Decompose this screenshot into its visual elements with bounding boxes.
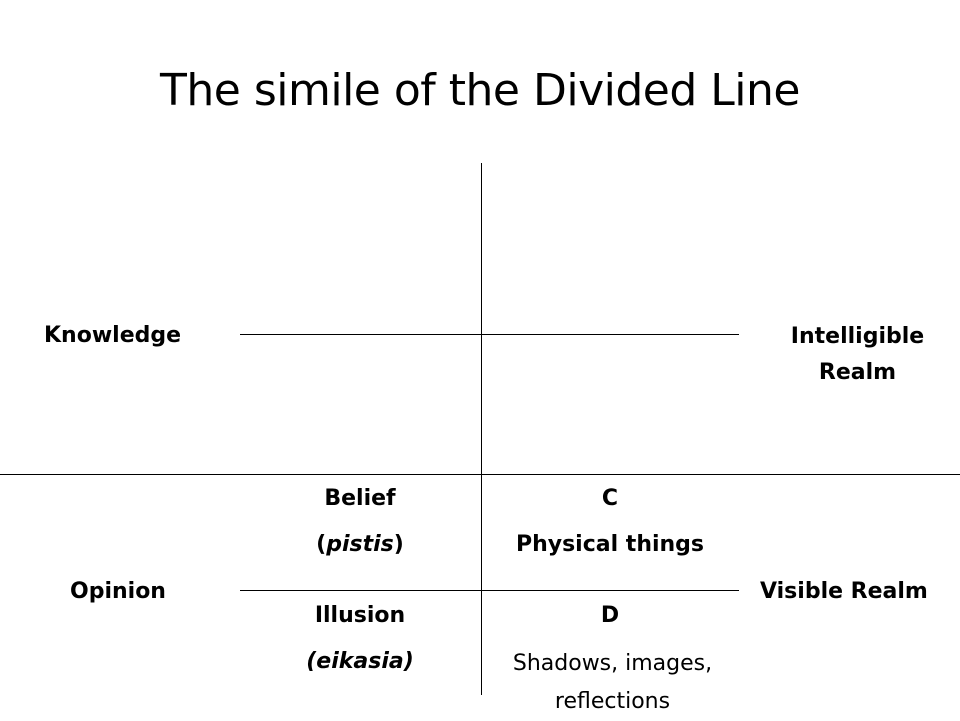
belief-label: Belief <box>324 486 396 511</box>
vertical-divider <box>481 163 482 695</box>
segment-d-objects: Shadows, images, reflections <box>512 651 713 714</box>
pistis-label: (pistis) <box>260 528 460 562</box>
segment-c-letter: C <box>601 486 619 511</box>
visible-realm-label: Visible Realm <box>760 579 928 604</box>
upper-section-divider <box>240 334 739 335</box>
segment-c-objects: Physical things <box>515 532 705 557</box>
pistis-paren-close: ) <box>393 532 404 557</box>
opinion-label: Opinion <box>70 579 166 604</box>
pistis-word: pistis <box>326 532 394 557</box>
illusion-label: Illusion <box>314 603 406 628</box>
segment-d-letter: D <box>600 603 620 628</box>
eikasia-label: (eikasia) <box>306 649 414 674</box>
intelligible-realm-label: Intelligible Realm <box>790 324 925 385</box>
pistis-paren-open: ( <box>316 532 327 557</box>
page-title: The simile of the Divided Line <box>160 65 800 116</box>
lower-section-divider <box>240 590 739 591</box>
knowledge-label: Knowledge <box>44 323 182 348</box>
realm-divider <box>0 474 960 475</box>
